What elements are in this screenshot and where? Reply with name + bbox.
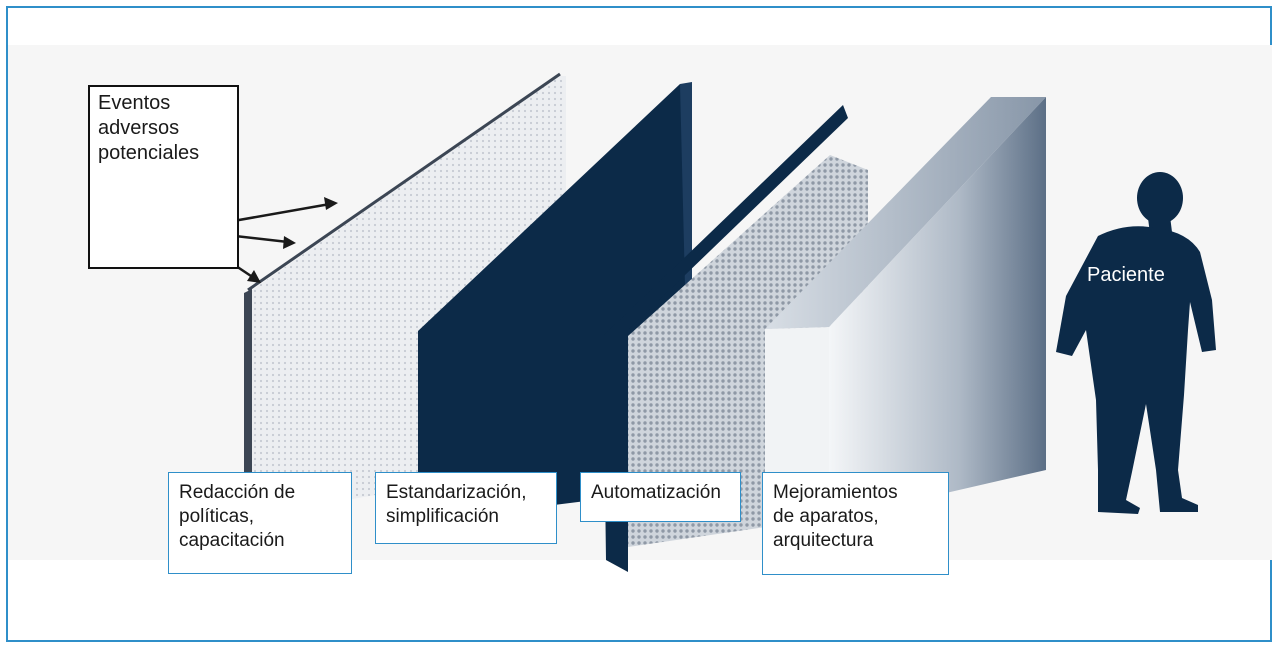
potential-adverse-events-box: Eventos adversos potenciales: [88, 85, 239, 269]
barrier-2-label: Estandarización, simplificación: [375, 472, 557, 544]
barrier-4-label: Mejoramientos de aparatos, arquitectura: [762, 472, 949, 575]
patient-label: Paciente: [1087, 264, 1165, 286]
barrier-1-label: Redacción de políticas, capacitación: [168, 472, 352, 574]
barrier-4-block: [765, 97, 1046, 520]
barrier-3-label: Automatización: [580, 472, 741, 522]
patient-silhouette: [1056, 172, 1216, 514]
